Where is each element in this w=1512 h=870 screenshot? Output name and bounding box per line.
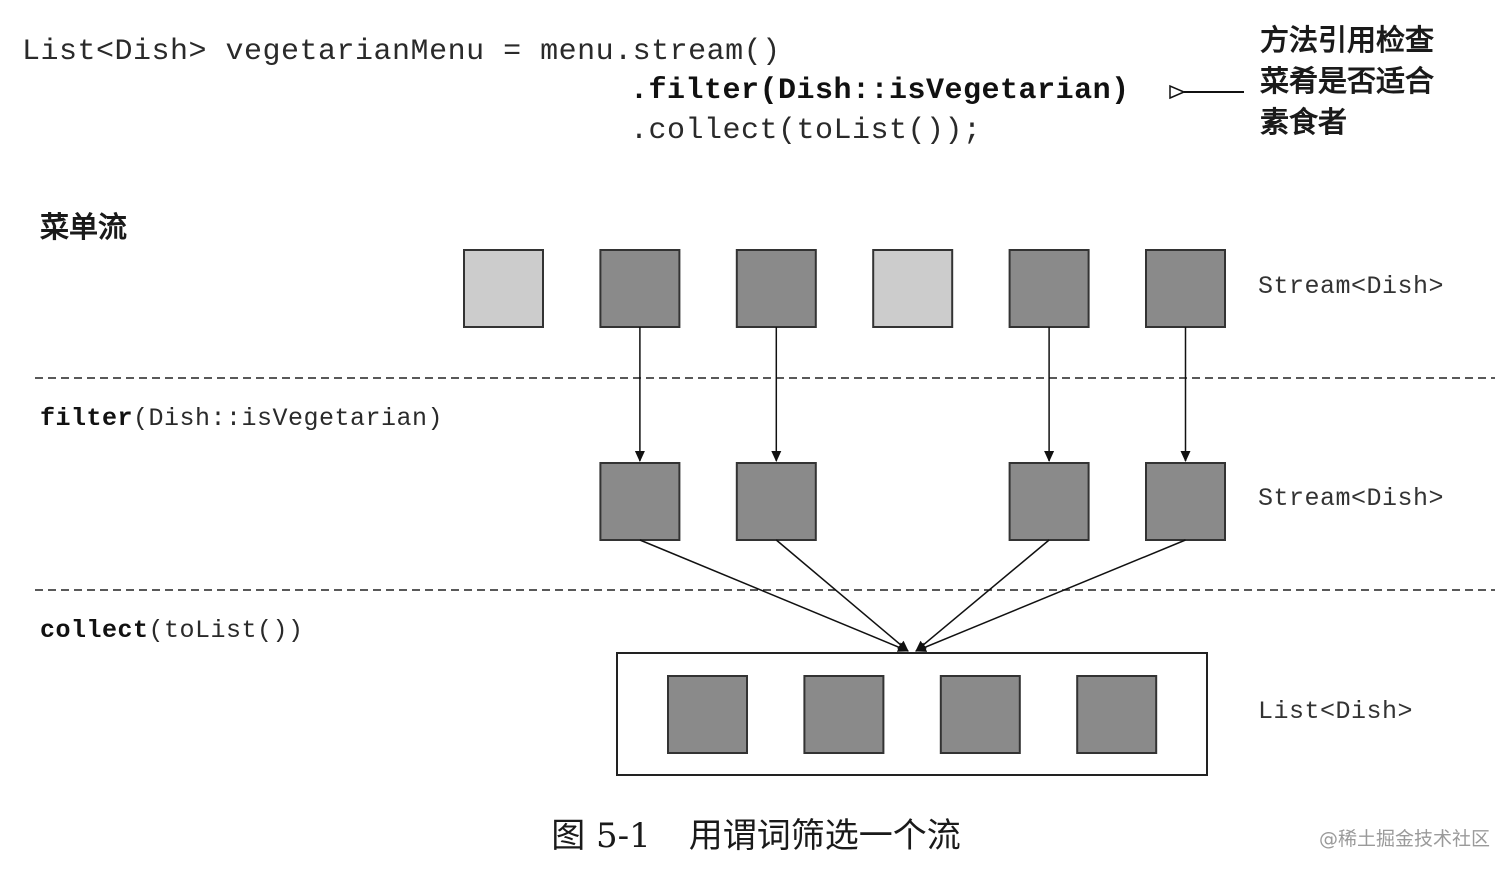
filtered-dish-box bbox=[1145, 462, 1226, 541]
menu-stream-label: 菜单流 bbox=[40, 210, 128, 244]
filter-arrows bbox=[634, 327, 1191, 462]
filtered-dish-box bbox=[735, 462, 817, 541]
filter-argument: (Dish::isVegetarian) bbox=[133, 404, 444, 433]
watermark: @稀土掘金技术社区 bbox=[1318, 828, 1490, 850]
code-line-3: .collect(toList()); bbox=[630, 114, 982, 148]
menu-dish-box bbox=[872, 249, 954, 328]
list-dish-box bbox=[803, 675, 885, 754]
menu-dish-box bbox=[1008, 249, 1090, 328]
annotation-note: 方法引用检查菜肴是否适合素食者 bbox=[1260, 23, 1435, 139]
collect-arrows bbox=[639, 539, 1186, 652]
stream-type-label-top: Stream<Dish> bbox=[1258, 272, 1445, 301]
filter-stage-label: filter(Dish::isVegetarian) bbox=[40, 404, 443, 433]
code-line-2: .filter(Dish::isVegetarian) bbox=[630, 74, 1130, 108]
menu-dish-box bbox=[735, 249, 817, 328]
list-dish-box bbox=[939, 675, 1021, 754]
collect-arrow bbox=[639, 539, 909, 652]
filter-keyword: filter bbox=[40, 404, 134, 433]
collect-arrow bbox=[915, 539, 1186, 652]
menu-dish-box bbox=[1145, 249, 1226, 328]
collect-arrow bbox=[775, 539, 909, 652]
figure-caption: 图 5-1 用谓词筛选一个流 bbox=[0, 808, 1512, 857]
figure-title: 用谓词筛选一个流 bbox=[688, 816, 961, 856]
stream-type-label-filtered: Stream<Dish> bbox=[1258, 484, 1445, 513]
result-list-row bbox=[667, 675, 1158, 754]
list-dish-box bbox=[667, 675, 748, 754]
collect-keyword: collect bbox=[40, 616, 149, 645]
collect-argument: (toList()) bbox=[148, 616, 304, 645]
filtered-dish-box bbox=[1008, 462, 1090, 541]
code-line-1: List<Dish> vegetarianMenu = menu.stream(… bbox=[22, 35, 781, 69]
filtered-stream-row bbox=[599, 462, 1226, 541]
collect-stage-label: collect(toList()) bbox=[40, 616, 304, 645]
filtered-dish-box bbox=[599, 462, 681, 541]
collect-arrow bbox=[915, 539, 1050, 652]
menu-dish-box bbox=[599, 249, 681, 328]
list-type-label: List<Dish> bbox=[1258, 697, 1414, 726]
menu-stream-row bbox=[463, 249, 1226, 328]
list-dish-box bbox=[1076, 675, 1158, 754]
menu-dish-box bbox=[463, 249, 544, 328]
figure-number: 图 5-1 bbox=[551, 816, 651, 856]
